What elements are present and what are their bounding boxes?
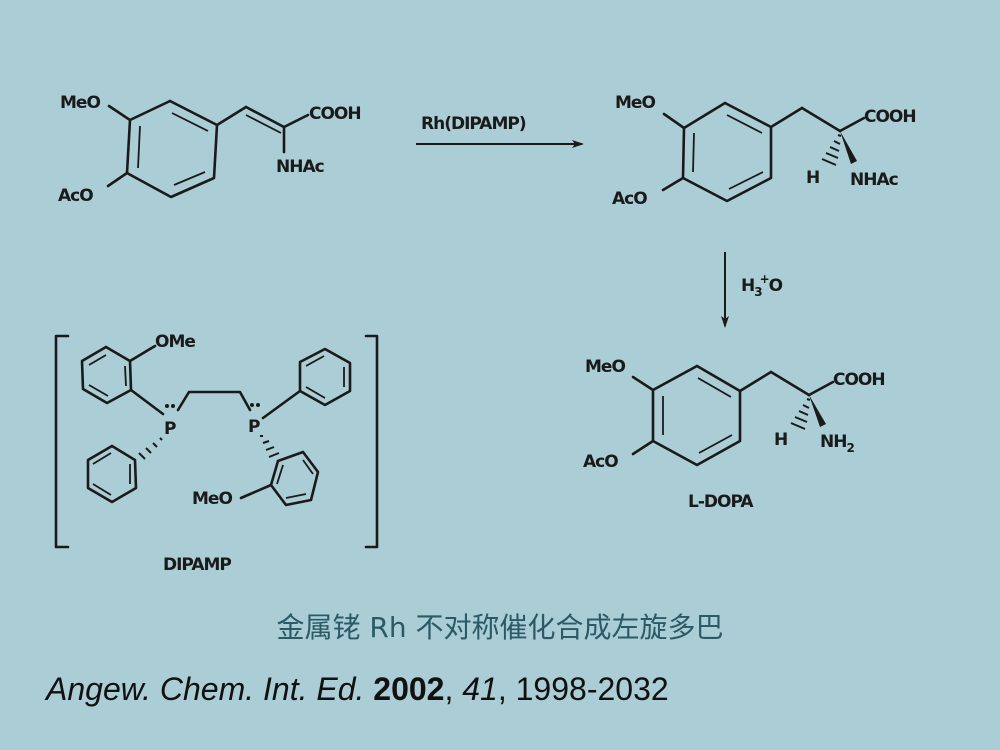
product1-meo-label: MeO: [615, 93, 655, 113]
product2-h-label: H: [774, 430, 787, 450]
product2-nh2-label: NH2: [820, 432, 854, 455]
product2-aco-label: AcO: [583, 452, 618, 472]
step2: H3+O: [721, 252, 784, 328]
literature-reference: Angew. Chem. Int. Ed. 2002, 41, 1998-203…: [46, 671, 669, 708]
dipamp-p2-label: P: [248, 417, 260, 437]
product2-meo-label: MeO: [585, 357, 625, 377]
reference-pages: 1998-2032: [515, 671, 669, 707]
reactant-structure: MeO AcO COOH NHAc: [58, 93, 362, 206]
dipamp-p1-label: P: [164, 419, 176, 439]
l-dopa-name-label: L-DOPA: [688, 492, 754, 512]
reactant-nhac-label: NHAc: [276, 157, 324, 177]
step2-reagent-label: H3+O: [741, 272, 783, 299]
product2-cooh-label: COOH: [833, 370, 885, 390]
reference-year: 2002: [373, 671, 445, 707]
product1-h-label: H: [806, 168, 819, 188]
product1-aco-label: AcO: [612, 189, 647, 209]
reactant-meo-label: MeO: [60, 93, 100, 113]
product1-cooh-label: COOH: [864, 107, 916, 127]
product1-nhac-label: NHAc: [850, 170, 898, 190]
left-bracket: [54, 334, 70, 549]
reference-volume: 41: [462, 671, 498, 707]
reactant-aco-label: AcO: [58, 186, 93, 206]
step1-reagent-label: Rh(DIPAMP): [421, 114, 526, 134]
step1: Rh(DIPAMP): [416, 114, 584, 148]
scheme-caption: 金属铑 Rh 不对称催化合成左旋多巴: [276, 611, 724, 644]
reactant-cooh-label: COOH: [309, 104, 361, 124]
reference-separator: ,: [497, 671, 516, 707]
dipamp-meo-label: MeO: [192, 489, 232, 509]
product2-structure: MeO AcO COOH H NH2 L-DOPA: [583, 357, 886, 512]
dipamp-name-label: DIPAMP: [163, 555, 231, 575]
reference-journal: Angew. Chem. Int. Ed.: [46, 671, 365, 707]
dipamp-structure: OMe P P: [54, 332, 379, 575]
product1-structure: MeO AcO COOH H NHAc: [612, 93, 917, 209]
reference-separator: ,: [444, 671, 463, 707]
dipamp-ome-label: OMe: [155, 332, 195, 352]
right-bracket: [364, 334, 379, 549]
